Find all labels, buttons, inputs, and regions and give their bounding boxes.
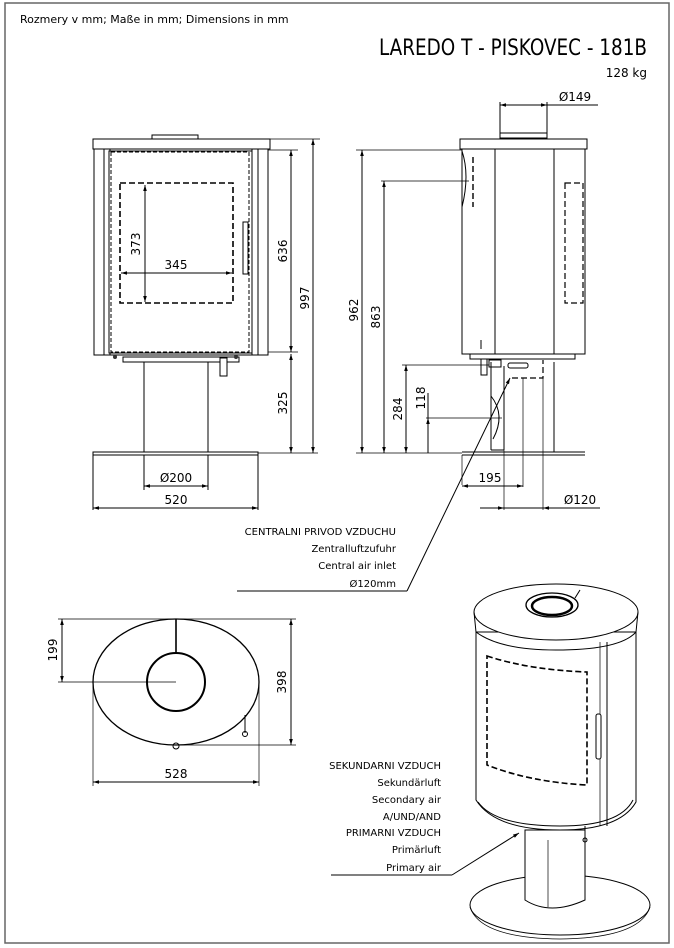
front-window-outline [119, 182, 234, 304]
door-handle [242, 221, 249, 275]
dim-flue-height: 962 [347, 299, 361, 322]
primary-air-label-cz: PRIMARNI VZDUCH [346, 828, 441, 839]
dim-top-width: 528 [165, 767, 188, 781]
central-air-label-de: Zentralluftzufuhr [311, 544, 396, 555]
dim-base-width: 520 [165, 493, 188, 507]
front-door [108, 150, 253, 354]
weight-label: 128 kg [606, 66, 647, 80]
front-top-plate [92, 138, 271, 150]
dim-total-height: 997 [298, 287, 312, 310]
secondary-air-label-de: Sekundärluft [377, 778, 441, 789]
iso-door-handle [595, 713, 602, 760]
drawing-title: LAREDO T - PISKOVEC - 181B [379, 36, 647, 61]
conjunction-label: A/UND/AND [383, 812, 441, 823]
dim-rear-outlet-height: 863 [369, 306, 383, 329]
secondary-air-label-en: Secondary air [372, 795, 442, 806]
central-air-label-en: Central air inlet [318, 561, 396, 572]
iso-window-outline [486, 654, 588, 786]
dim-top-depth: 398 [275, 671, 289, 694]
dim-window-width: 345 [165, 258, 188, 272]
isometric-view [469, 583, 651, 940]
iso-top-plate [473, 583, 639, 641]
dim-pedestal-diameter: Ø200 [160, 471, 192, 485]
dim-window-height: 373 [129, 233, 143, 256]
units-note: Rozmery v mm; Maße in mm; Dimensions in … [20, 13, 289, 26]
dim-air-inlet-center: 118 [414, 387, 428, 410]
central-air-callout: CENTRALNI PRIVOD VZDUCHU Zentralluftzufu… [237, 377, 511, 592]
dim-door-height: 636 [276, 240, 290, 263]
side-view: Ø149 962 863 284 118 195 Ø120 [347, 90, 600, 510]
dim-air-inlet-top: 284 [391, 398, 405, 421]
dim-flue-center-offset: 199 [46, 639, 60, 662]
dim-pedestal-height: 325 [276, 392, 290, 415]
central-air-diameter: Ø120mm [350, 578, 396, 590]
dim-air-inlet-offset: 195 [479, 471, 502, 485]
secondary-air-label-cz: SEKUNDARNI VZDUCH [329, 761, 441, 772]
dim-flue-diameter: Ø149 [559, 90, 591, 104]
dim-air-inlet-diameter: Ø120 [564, 493, 596, 507]
drawing-frame [4, 2, 670, 944]
top-view: 199 398 528 [46, 618, 296, 786]
primary-air-label-de: Primärluft [392, 845, 441, 856]
front-flue-collar [151, 134, 199, 140]
central-air-label-cz: CENTRALNI PRIVOD VZDUCHU [245, 527, 396, 538]
primary-air-label-en: Primary air [386, 863, 442, 874]
front-view: 373 345 636 997 325 Ø200 520 [92, 134, 320, 510]
air-callout: SEKUNDARNI VZDUCH Sekundärluft Secondary… [329, 761, 520, 876]
